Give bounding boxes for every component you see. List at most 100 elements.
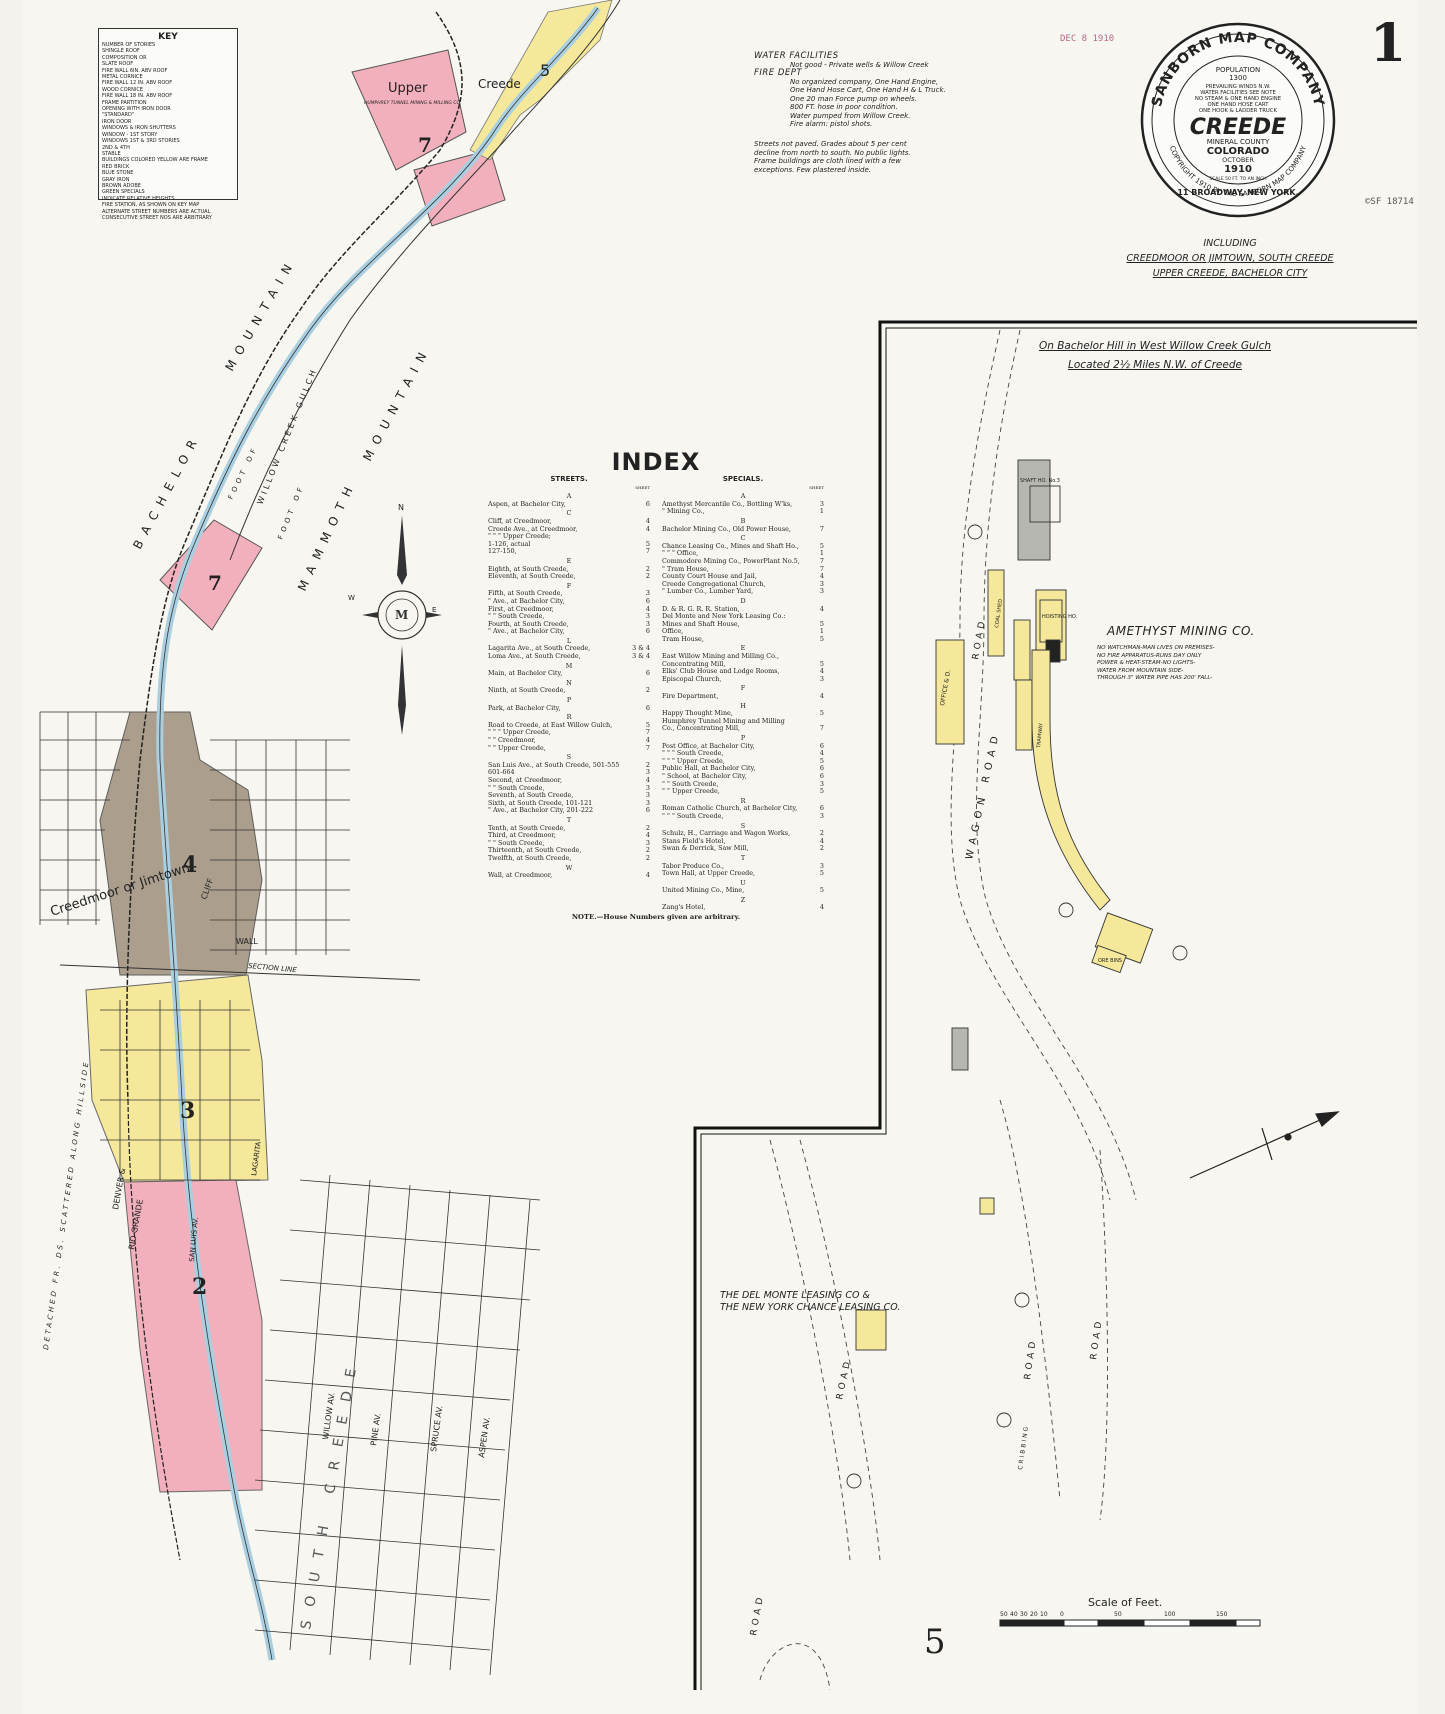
index-entry-sheet: 3 bbox=[645, 792, 650, 800]
key-line: STABLE bbox=[102, 150, 121, 157]
index-entry-sheet: 4 bbox=[645, 872, 650, 880]
creedmoor-grid bbox=[39, 711, 421, 981]
upper-creede-brick-block-2 bbox=[413, 149, 506, 227]
index-entry-sheet: 4 bbox=[819, 750, 824, 758]
index-entry-name: 601-664 bbox=[488, 769, 515, 777]
seal-county: MINERAL COUNTY bbox=[1207, 138, 1270, 146]
scale-tick-label: 50 bbox=[1114, 1611, 1122, 1618]
index-entry-name: Ninth, at South Creede, bbox=[488, 687, 566, 695]
fire-dept-line: One Hand Hose Cart, One Hand H & L Truck… bbox=[790, 86, 946, 94]
key-line: NUMBER OF STORIES bbox=[102, 42, 156, 48]
index-entry-name: Schulz, H., Carriage and Wagon Works, bbox=[662, 830, 791, 838]
index-entry-sheet: 6 bbox=[645, 670, 650, 678]
index-entry: Roman Catholic Church, at Bachelor City,… bbox=[662, 805, 824, 813]
index-entry: Commodore Mining Co., PowerPlant No.5,7 bbox=[662, 558, 824, 566]
key-line: WOOD CORNICE bbox=[102, 86, 144, 93]
index-entry-name: County Court House and Jail, bbox=[662, 573, 757, 581]
delmonte-line-1: THE DEL MONTE LEASING CO & bbox=[720, 1290, 870, 1301]
label-sheet4: 4 bbox=[182, 852, 197, 878]
streets-note: Streets not paved. Grades about 5 per ce… bbox=[754, 140, 974, 174]
index-entry-sheet: 4 bbox=[819, 693, 824, 701]
index-letter: D bbox=[740, 596, 746, 605]
index-entry-sheet: 4 bbox=[819, 573, 824, 581]
index-entry: Public Hall, at Bachelor City,6 bbox=[662, 765, 824, 773]
compass-w: W bbox=[348, 594, 355, 602]
index-letter: M bbox=[565, 661, 573, 670]
index-entry-sheet: 3 & 4 bbox=[632, 645, 650, 653]
index-entry: " " South Creede,3 bbox=[488, 785, 650, 793]
key-line: WINDOW - 1ST STORY bbox=[102, 131, 158, 138]
label-willow-creek: WILLOW CREEK GULCH bbox=[256, 366, 319, 505]
index-entry-sheet: 3 bbox=[819, 675, 824, 683]
index-letter: B bbox=[740, 516, 746, 525]
index-entry-sheet: 3 bbox=[819, 500, 824, 508]
index-entry-sheet: 4 bbox=[819, 837, 824, 845]
index-entry-sheet: 5 bbox=[645, 721, 650, 729]
index-entry: Wall, at Creedmoor,4 bbox=[488, 872, 650, 880]
index-entry-name: 127-150, bbox=[488, 548, 517, 556]
index-entry: " Mining Co.,1 bbox=[662, 508, 824, 516]
index-letter: P bbox=[566, 696, 572, 705]
key-line: IRON DOOR bbox=[102, 118, 132, 125]
index-entry-name: Lagarita Ave., at South Creede, bbox=[488, 645, 591, 653]
key-line: WINDOWS 1ST & 3RD STORIES bbox=[102, 138, 180, 145]
streets-note-line: exceptions. Few plastered inside. bbox=[754, 165, 872, 174]
label-ore-bins: ORE BINS bbox=[1098, 958, 1122, 964]
index-entry: Creede Ave., at Creedmoor,4 bbox=[488, 526, 650, 534]
index-entry-sheet: 2 bbox=[645, 847, 650, 855]
index-entry: " " South Creede,3 bbox=[488, 840, 650, 848]
index-entry-sheet: 5 bbox=[819, 870, 824, 878]
index-entry-name: Post Office, at Bachelor City, bbox=[662, 742, 755, 750]
index-entry: Tabor Produce Co.,3 bbox=[662, 863, 824, 871]
fire-dept-line: One 20 man Force pump on wheels. bbox=[790, 94, 917, 103]
index-entry-name: " " " Office, bbox=[662, 550, 699, 558]
index-entry-name: 1-126, actual bbox=[488, 540, 531, 548]
index-entry: D. & R. G. R. R. Station,4 bbox=[662, 606, 824, 614]
index-entry-name: San Luis Ave., at South Creede, 501-555 bbox=[488, 761, 620, 769]
index-entry-name: " " " Upper Creede; bbox=[488, 533, 551, 541]
index-entry: Concentrating Mill,5 bbox=[662, 661, 824, 669]
index-entry-name: Eighth, at South Creede, bbox=[488, 565, 569, 573]
scale-tick-label: 10 bbox=[1040, 1611, 1048, 1618]
seal-scale: SCALE 50 FT. TO AN INCH bbox=[1209, 176, 1266, 182]
index-entry-sheet: 5 bbox=[819, 757, 824, 765]
seal-city: CREEDE bbox=[1190, 115, 1286, 140]
index-entry-sheet: 1 bbox=[819, 508, 824, 516]
index-entry-name: " " " South Creede, bbox=[662, 750, 724, 758]
index-letter: Z bbox=[740, 895, 746, 904]
index-entry: First, at Creedmoor,4 bbox=[488, 606, 650, 614]
index-entry: Tenth, at South Creede,2 bbox=[488, 825, 650, 833]
key-line: "STANDARD" bbox=[102, 112, 135, 119]
seal-population: POPULATION bbox=[1216, 66, 1260, 74]
index-entry: Thirteenth, at South Creede,2 bbox=[488, 847, 650, 855]
seal-line-3: NO STEAM & ONE HAND ENGINE bbox=[1195, 96, 1282, 102]
key-line: SHINGLE ROOF bbox=[102, 48, 140, 55]
index-entry: Lagarita Ave., at South Creede, 3 & 4 bbox=[488, 645, 650, 653]
index-letter: F bbox=[740, 684, 746, 693]
index-entry: Fourth, at South Creede,3 bbox=[488, 621, 650, 629]
index-entry: " " South Creede,3 bbox=[488, 613, 650, 621]
index-note: NOTE.—House Numbers given are arbitrary. bbox=[571, 913, 741, 922]
label-sheet2: 2 bbox=[192, 1274, 207, 1300]
index-entry-sheet: 7 bbox=[645, 729, 650, 737]
index-entry-sheet: 5 bbox=[819, 660, 824, 668]
index-entry-sheet: 6 bbox=[819, 772, 824, 780]
label-humphrey: HUMPHREY TUNNEL MINING & MILLING CO. bbox=[364, 100, 461, 106]
bottom-sheet-number: 5 bbox=[924, 1622, 946, 1662]
label-wagon-road: WAGON ROAD bbox=[964, 730, 1002, 861]
index-entry-sheet: 4 bbox=[645, 605, 650, 613]
scale-tick-label: 30 bbox=[1020, 1611, 1028, 1618]
index-entry: Bachelor Mining Co., Old Power House,7 bbox=[662, 526, 824, 534]
index-entry-name: Town Hall, at Upper Creede, bbox=[662, 870, 756, 878]
index-entry-name: Sixth, at South Creede, 101-121 bbox=[488, 799, 593, 807]
index-entry-sheet: 4 bbox=[819, 605, 824, 613]
label-section-line: SECTION LINE bbox=[248, 962, 298, 974]
index-entry: Eleventh, at South Creede,2 bbox=[488, 573, 650, 581]
index-entry-sheet: 6 bbox=[819, 765, 824, 773]
fire-dept-line: 800 FT. hose in poor condition. bbox=[790, 103, 898, 111]
index-entry-sheet: 3 bbox=[645, 784, 650, 792]
index-letter: P bbox=[740, 734, 746, 742]
index-entry-name: Creede Ave., at Creedmoor, bbox=[488, 525, 578, 533]
